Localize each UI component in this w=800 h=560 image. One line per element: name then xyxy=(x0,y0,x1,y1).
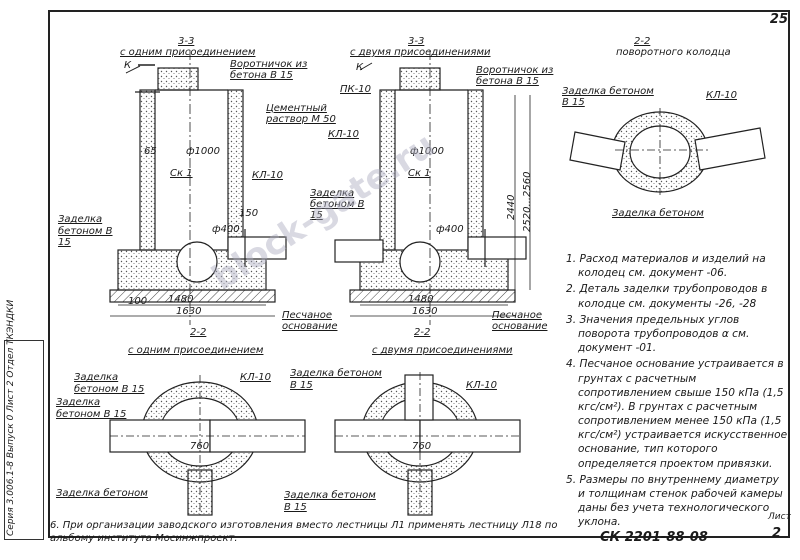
section-title-2-2-top: поворотного колодца xyxy=(616,47,731,58)
notes-list: 1. Расход материалов и изделий на колоде… xyxy=(566,252,788,532)
label-kl10-bl: КЛ-10 xyxy=(240,372,271,383)
label-kl10-top-right: КЛ-10 xyxy=(706,90,737,101)
label-pesok-right: Песчаное основание xyxy=(492,310,548,332)
label-1480-right: 1480 xyxy=(408,294,434,305)
label-zadelka-top-right: Заделка бетоном В 15 xyxy=(562,86,654,108)
title-block-sidebar xyxy=(4,340,44,540)
label-pesok-left: Песчаное основание xyxy=(282,310,338,332)
label-d400-left: ф400 xyxy=(212,224,240,235)
label-ck1-left: Ск 1 xyxy=(170,168,193,179)
section-2-2-turning xyxy=(569,108,766,195)
label-760-left: 760 xyxy=(190,441,210,452)
note-item: 1. Расход материалов и изделий на колоде… xyxy=(566,253,766,280)
label-kl10-br: КЛ-10 xyxy=(466,380,497,391)
label-k-left: К xyxy=(124,60,132,71)
document-code: СК 2201-88-08 xyxy=(600,530,708,545)
label-zadelka-left: Заделка бетоном В 15 xyxy=(58,214,113,248)
label-vorotnichok-right: Воротничок из бетона В 15 xyxy=(476,65,554,87)
label-kl10-mid: КЛ-10 xyxy=(328,129,359,140)
label-pk10: ПК-10 xyxy=(340,84,371,95)
note-item: 5. Размеры по внутреннему диаметру и тол… xyxy=(566,473,783,529)
section-title-2-2-bl: с одним присоединением xyxy=(128,345,264,356)
label-cement: Цементный раствор М 50 xyxy=(266,103,336,125)
label-d1000-right: ф1000 xyxy=(410,146,444,157)
sheet-number: 2 xyxy=(772,526,782,541)
section-label-3-3-left: 3-3 xyxy=(178,36,195,47)
section-label-2-2-br: 2-2 xyxy=(414,327,431,338)
drawing-frame xyxy=(48,10,790,538)
label-zadelka-bl3: Заделка бетоном xyxy=(56,488,148,499)
page-number: 25 xyxy=(769,12,788,27)
section-title-right: с двумя присоединениями xyxy=(350,47,491,58)
section-title-2-2-br: с двумя присоединениями xyxy=(372,345,513,356)
label-zadelka-br1: Заделка бетоном В 15 xyxy=(290,368,382,391)
label-zadelka-bl2: Заделка бетоном В 15 xyxy=(56,397,127,420)
label-d400-right: ф400 xyxy=(436,224,464,235)
label-2560: 2520...2560 xyxy=(522,171,533,232)
section-label-2-2-bl: 2-2 xyxy=(190,327,207,338)
label-zadelka-br2: Заделка бетоном В 15 xyxy=(284,490,376,513)
label-65-left: 65 xyxy=(144,146,157,157)
section-2-2-double xyxy=(334,372,521,516)
label-zadelka-bl1: Заделка бетоном В 15 xyxy=(74,372,145,395)
label-d1000-left: ф1000 xyxy=(186,146,220,157)
section-label-2-2-top: 2-2 xyxy=(634,36,651,47)
label-kl10-left: КЛ-10 xyxy=(252,170,283,181)
note-item: 2. Деталь заделки трубопроводов в колодц… xyxy=(566,283,768,310)
sheet-label: Лист xyxy=(768,512,791,522)
footnote: 6. При организации заводского изготовлен… xyxy=(50,520,558,544)
label-vorotnichok-left: Воротничок из бетона В 15 xyxy=(230,59,308,81)
note-item: 3. Значения предельных углов поворота тр… xyxy=(566,313,750,355)
label-zadelka-top-right-b: Заделка бетоном xyxy=(612,208,704,219)
note-item: 4. Песчаное основание устраивается в гру… xyxy=(566,358,788,470)
label-zadelka-mid: Заделка бетоном В 15 xyxy=(310,188,365,221)
label-2440: 2440 xyxy=(506,194,517,220)
label-1630-left: 1630 xyxy=(176,306,202,317)
label-760-right: 760 xyxy=(412,441,432,452)
label-100-left: 100 xyxy=(128,296,148,307)
section-label-3-3-right: 3-3 xyxy=(408,36,425,47)
label-1630-right: 1630 xyxy=(412,306,438,317)
label-ck1-right: Ск 1 xyxy=(408,168,431,179)
label-150-left: 150 xyxy=(239,208,259,219)
section-3-3-single xyxy=(109,50,287,325)
label-k-right: К xyxy=(356,62,364,73)
label-1480-left: 1480 xyxy=(168,294,194,305)
section-title-left: с одним присоединением xyxy=(120,47,256,58)
section-3-3-double xyxy=(334,50,531,325)
section-2-2-single xyxy=(109,375,306,516)
